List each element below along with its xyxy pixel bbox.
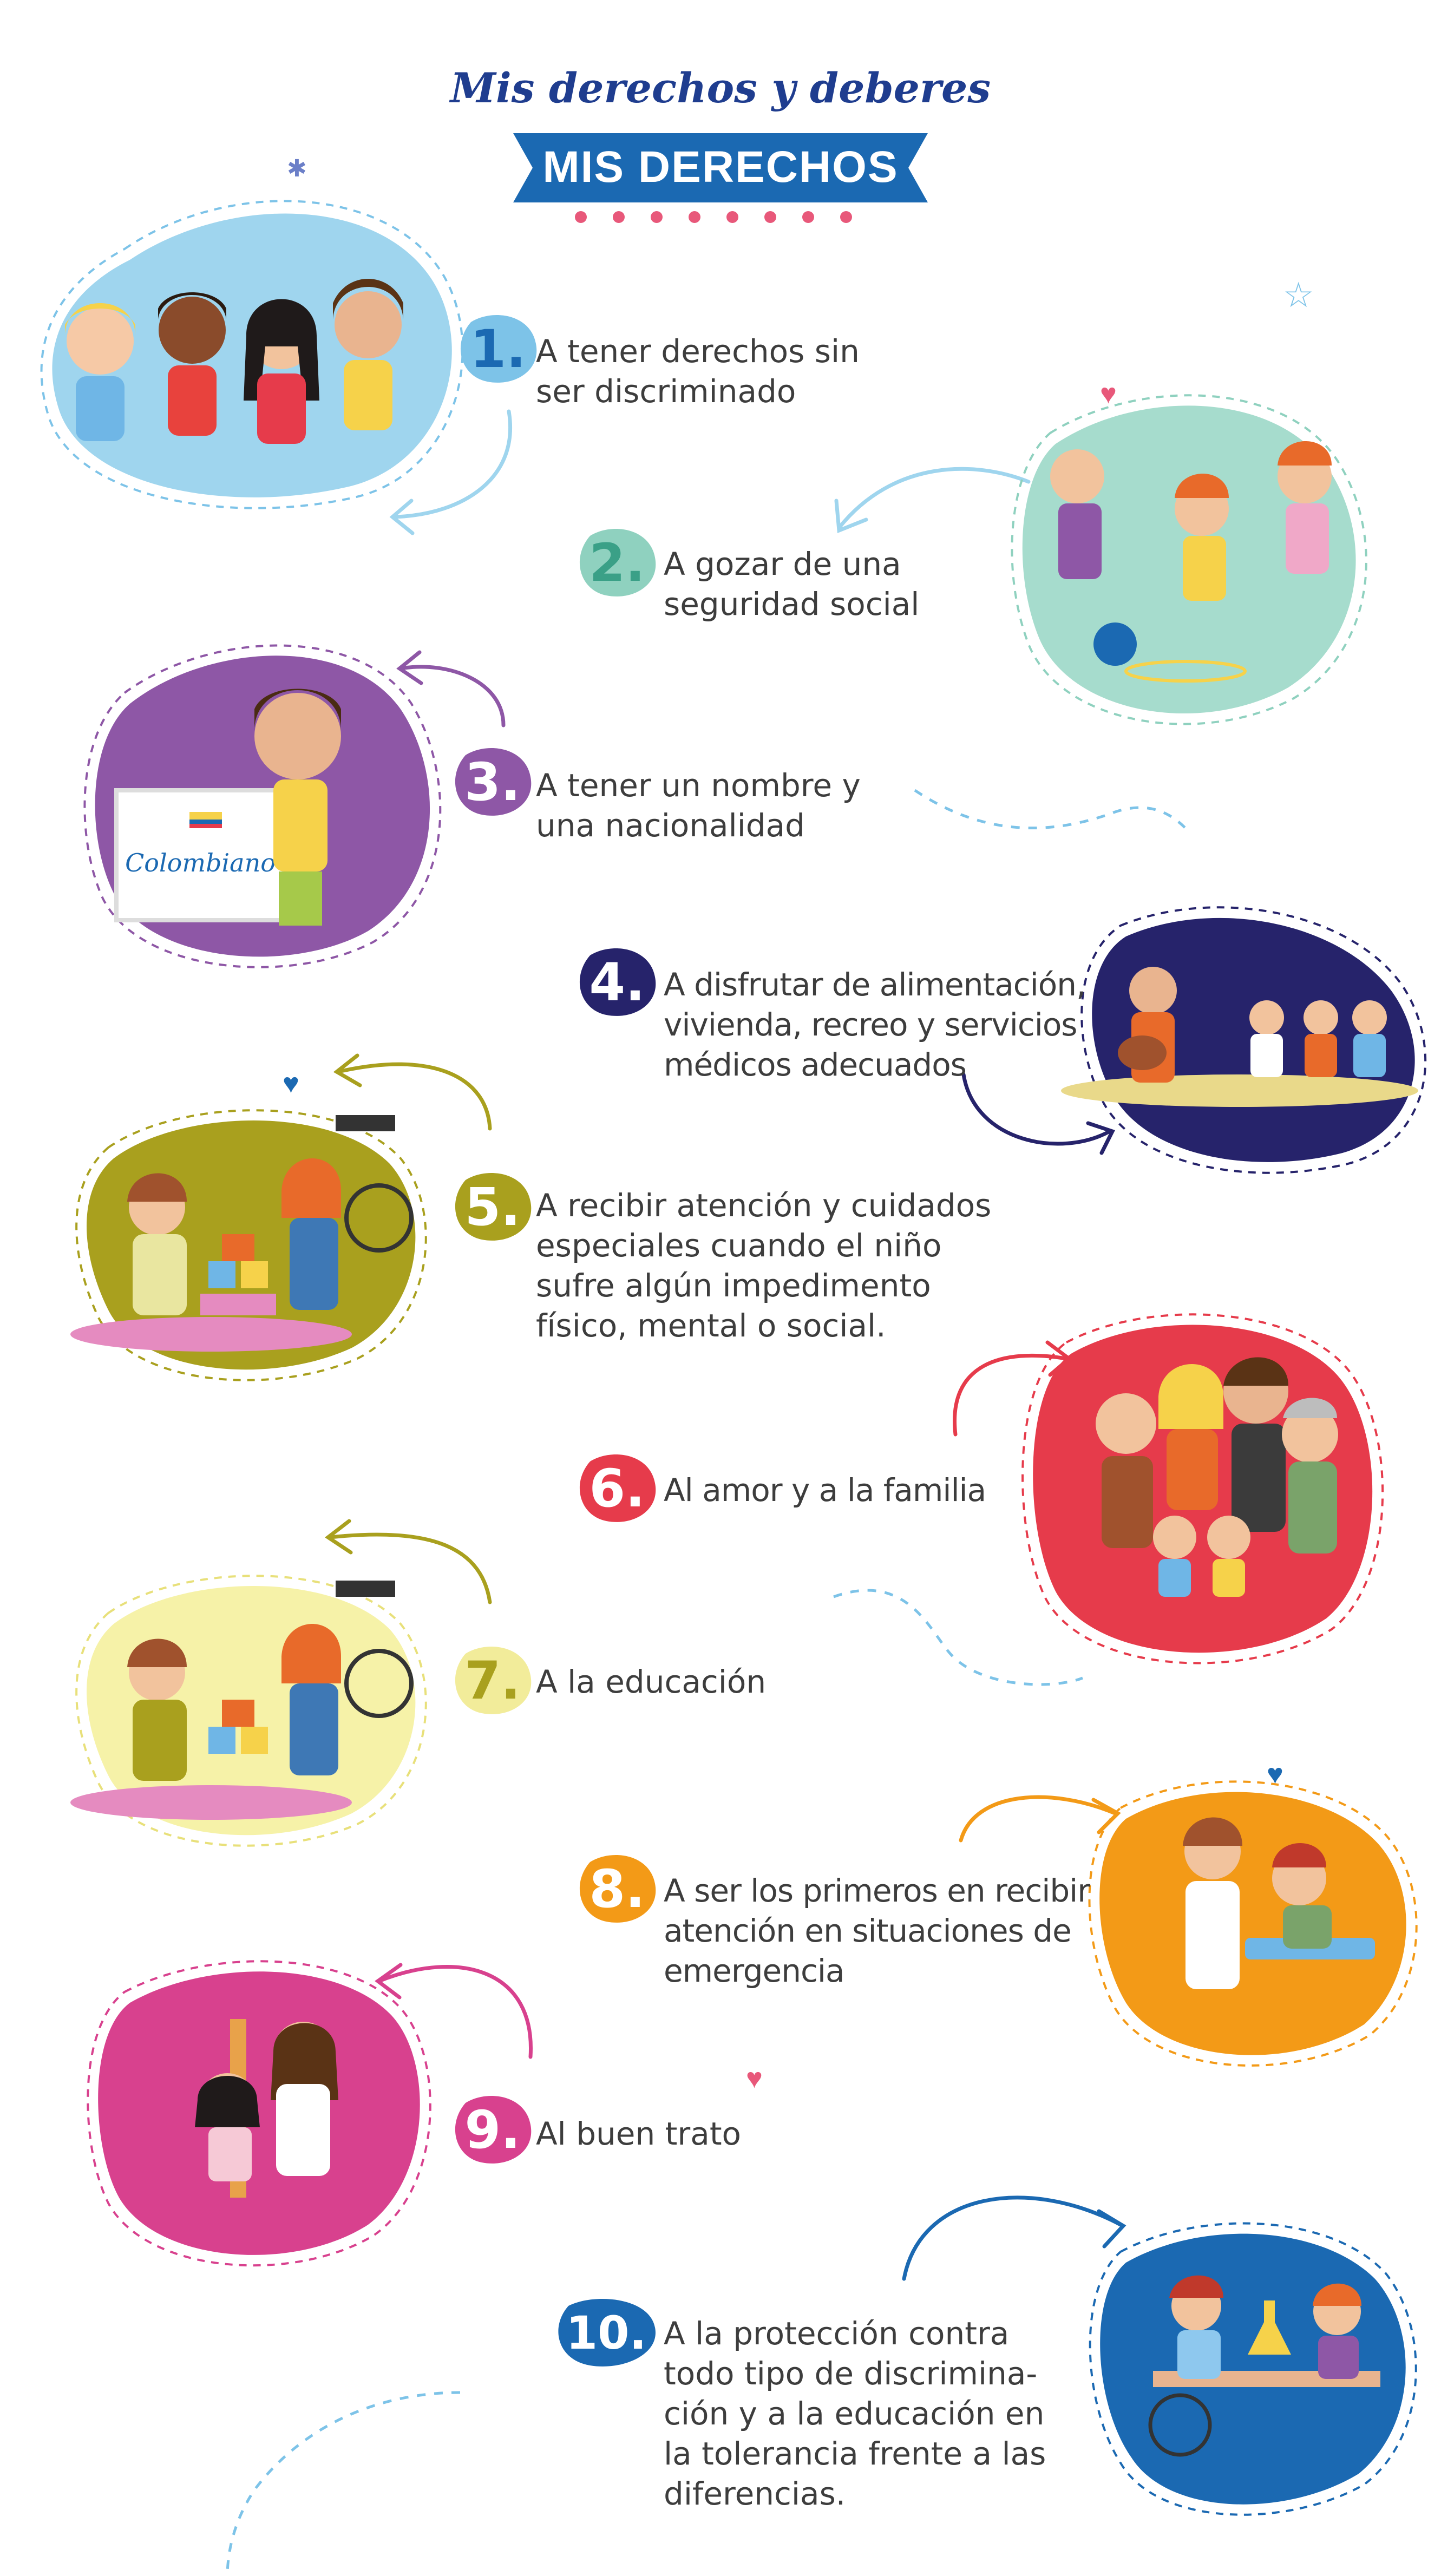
flag-label: Colombiano	[125, 848, 276, 877]
right-1-text: A tener derechos sin ser discriminado	[536, 333, 860, 410]
illustration-children-group	[40, 200, 464, 509]
page-title: MIS DERECHOS	[542, 142, 899, 192]
number-8: 8.	[589, 1859, 645, 1919]
right-7-text: A la educación	[536, 1663, 767, 1700]
number-9: 9.	[464, 2100, 521, 2160]
number-badge-4	[579, 948, 656, 1016]
right-10-text: A la protección contra todo tipo de disc…	[664, 2315, 1046, 2512]
number-badge-10	[558, 2299, 656, 2367]
title-banner	[513, 133, 928, 202]
illustration-playing-children	[1011, 394, 1367, 725]
number-2: 2.	[589, 533, 645, 593]
number-badge-6	[579, 1454, 656, 1522]
number-5: 5.	[464, 1177, 521, 1237]
heart-icon: ♥	[1100, 378, 1117, 410]
number-10: 10.	[566, 2306, 647, 2359]
number-4: 4.	[589, 952, 645, 1013]
heart-icon: ♥	[746, 2063, 763, 2094]
number-badge-8	[579, 1855, 656, 1923]
sparkle-icon: ✱	[287, 155, 307, 182]
number-1: 1.	[470, 319, 526, 379]
heart-icon: ♥	[283, 1068, 299, 1099]
number-3: 3.	[464, 752, 521, 812]
right-8-text: A ser los primeros en recibir atención e…	[664, 1872, 1090, 1989]
number-badge-5	[455, 1173, 532, 1241]
number-6: 6.	[589, 1458, 645, 1519]
illustration-education	[70, 1575, 427, 1847]
illustration-girl-nationality: Colombiano	[83, 644, 442, 968]
illustration-protection	[1089, 2222, 1417, 2516]
star-icon: ☆	[1283, 276, 1314, 314]
number-7: 7.	[464, 1650, 521, 1711]
right-4-text: A disfrutar de alimentación, vivienda, r…	[664, 966, 1086, 1083]
page-subtitle: Mis derechos y deberes	[450, 64, 991, 112]
illustration-emergency	[1088, 1780, 1418, 2067]
decorative-dots	[575, 211, 852, 223]
number-badge-1	[460, 315, 537, 383]
right-5-text: A recibir atención y cuidados especiales…	[536, 1187, 992, 1344]
illustration-music-group	[1061, 906, 1427, 1174]
illustration-special-care	[70, 1109, 427, 1381]
right-3-text: A tener un nombre y una nacionalidad	[536, 767, 861, 844]
number-badge-2	[579, 529, 656, 597]
right-2-text: A gozar de una seguridad social	[664, 546, 920, 622]
illustration-good-treatment	[87, 1960, 431, 2267]
right-6-text: Al amor y a la familia	[664, 1472, 986, 1509]
number-badge-7	[455, 1647, 532, 1714]
number-badge-9	[455, 2096, 532, 2164]
number-badge-3	[455, 748, 532, 816]
illustration-family	[1021, 1313, 1384, 1664]
right-9-text: Al buen trato	[536, 2115, 742, 2152]
